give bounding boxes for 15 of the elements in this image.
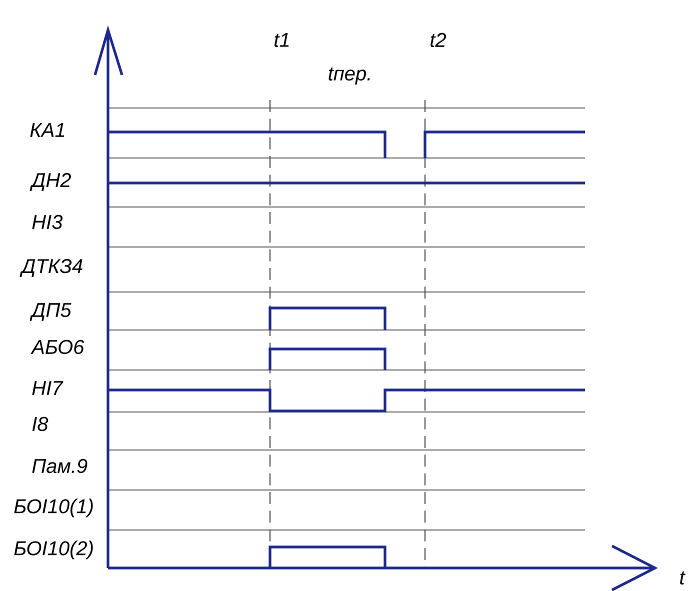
signal-label: ДП5 [30, 303, 72, 321]
signal-label: ДН2 [30, 173, 71, 191]
signal-label: ДТКЗ4 [20, 259, 82, 277]
signal-label: НІ3 [32, 214, 63, 230]
signal-label: І8 [32, 416, 48, 432]
axis-label: t [680, 571, 686, 585]
signal-label: НІ7 [32, 381, 64, 395]
time-label: t1 [274, 33, 289, 47]
signal-label: БОІ10(1) [14, 498, 93, 518]
signal-label: КА1 [30, 123, 64, 137]
signal-label: Пам.9 [32, 458, 88, 474]
signal-label: БОІ10(2) [14, 540, 93, 560]
time-label: t2 [430, 32, 446, 48]
signal-label: АБО6 [30, 340, 84, 354]
time-label: tпер. [328, 67, 370, 85]
